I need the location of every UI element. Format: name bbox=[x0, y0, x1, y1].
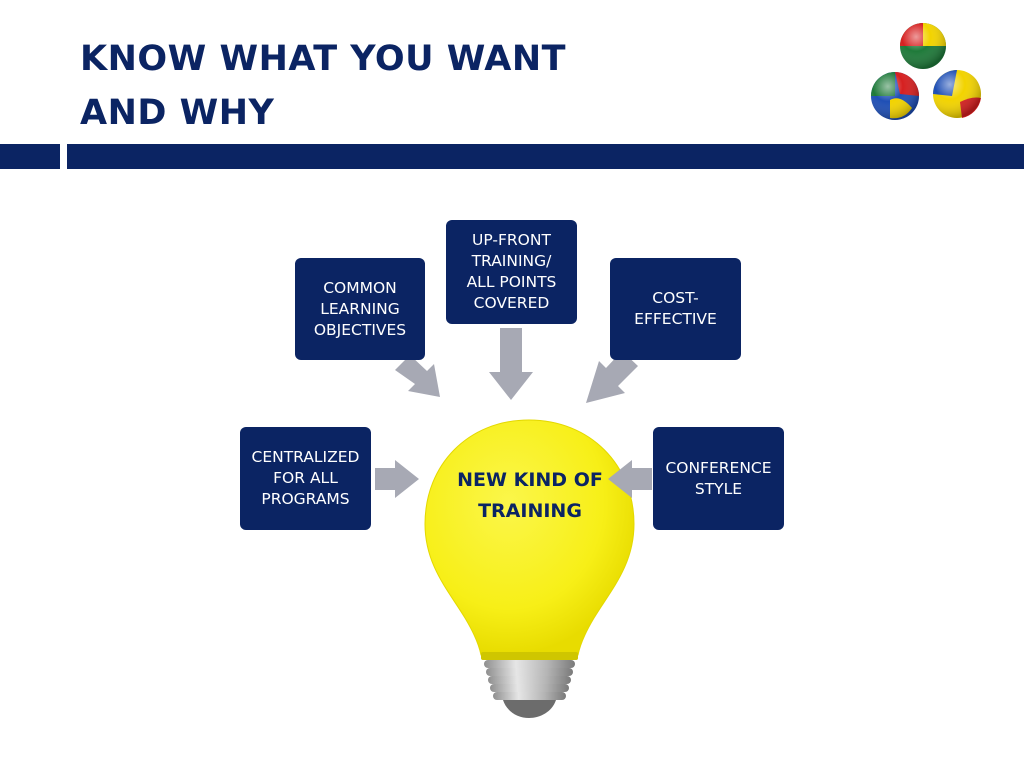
arrow-learning-objectives bbox=[395, 355, 440, 397]
bulb-label: NEW KIND OF TRAINING bbox=[457, 469, 603, 522]
ball-right bbox=[933, 70, 981, 118]
arrow-conference-style bbox=[608, 460, 652, 498]
box-centralized: CENTRALIZED FOR ALL PROGRAMS bbox=[240, 427, 371, 530]
box-upfront-training-label: UP-FRONT TRAINING/ ALL POINTS COVERED bbox=[466, 231, 557, 312]
box-centralized-label: CENTRALIZED FOR ALL PROGRAMS bbox=[251, 448, 360, 508]
light-bulb-icon bbox=[424, 419, 635, 718]
ball-top bbox=[900, 23, 946, 69]
box-cost-effective-label: COST- EFFECTIVE bbox=[634, 289, 717, 328]
box-learning-objectives-label: COMMON LEARNING OBJECTIVES bbox=[313, 278, 407, 339]
arrow-centralized bbox=[375, 460, 419, 498]
header-bar-right bbox=[67, 144, 1024, 169]
bulb-base bbox=[484, 660, 575, 718]
slide-title-line-1: KNOW WHAT YOU WANT bbox=[80, 39, 567, 79]
juggling-balls-icon bbox=[871, 23, 981, 120]
ball-left bbox=[871, 72, 919, 120]
box-conference-style: CONFERENCE STYLE bbox=[653, 427, 784, 530]
arrow-cost-effective bbox=[586, 351, 638, 403]
slide-title: KNOW WHAT YOU WANT AND WHY bbox=[80, 32, 566, 140]
box-upfront-training: UP-FRONT TRAINING/ ALL POINTS COVERED bbox=[446, 220, 577, 324]
slide-title-line-2: AND WHY bbox=[80, 93, 275, 133]
box-learning-objectives: COMMON LEARNING OBJECTIVES bbox=[295, 258, 425, 360]
box-cost-effective: COST- EFFECTIVE bbox=[610, 258, 741, 360]
box-conference-style-label: CONFERENCE STYLE bbox=[665, 458, 772, 498]
header-bar-left bbox=[0, 144, 60, 169]
arrow-upfront-training bbox=[489, 328, 533, 400]
